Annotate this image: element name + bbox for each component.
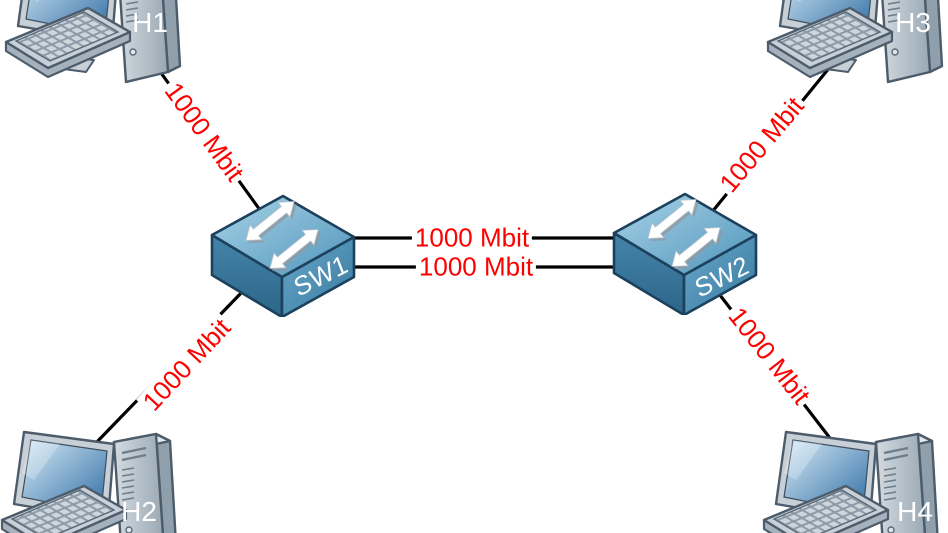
link-label-sw1-sw2-top: 1000 Mbit	[411, 224, 533, 252]
host-label-h2: H2	[121, 496, 157, 527]
link-label-sw1-sw2-bottom: 1000 Mbit	[415, 253, 537, 281]
host-label-h1: H1	[132, 7, 168, 38]
host-label-h3: H3	[895, 7, 931, 38]
host-label-h4: H4	[897, 496, 933, 527]
